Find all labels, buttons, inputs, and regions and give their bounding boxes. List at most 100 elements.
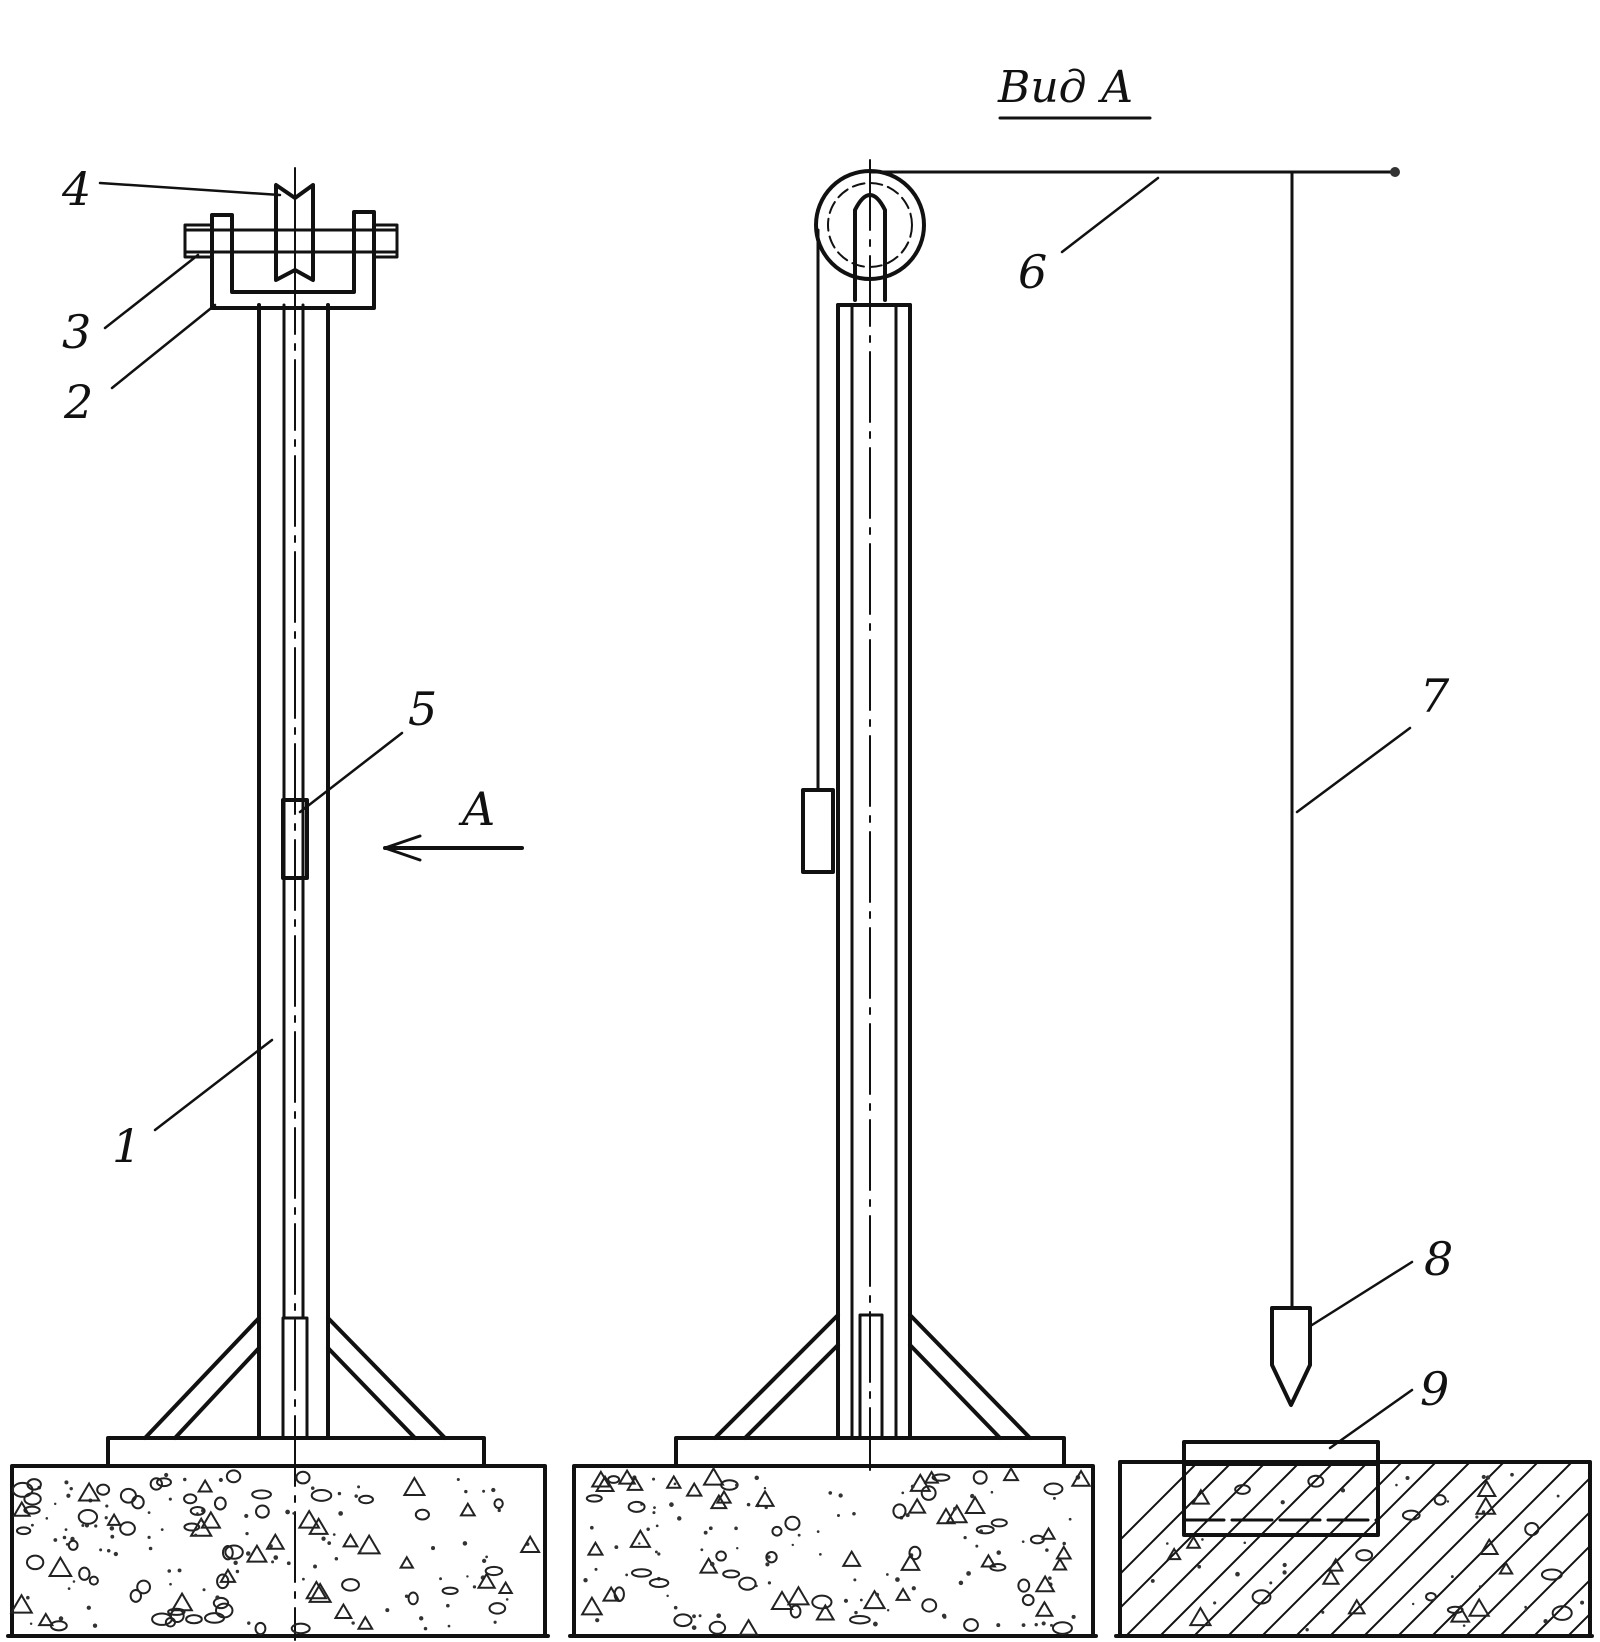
aggregate-speck xyxy=(247,1621,251,1625)
aggregate-speck xyxy=(245,1531,249,1536)
aggregate-speck xyxy=(738,1618,759,1636)
aggregate-speck xyxy=(356,1533,382,1555)
aggregate-speck xyxy=(212,1596,230,1610)
pulley xyxy=(274,169,315,283)
aggregate-speck xyxy=(218,1477,223,1483)
aggregate-speck xyxy=(595,1618,600,1623)
aggregate-speck xyxy=(590,1525,594,1530)
aggregate-speck xyxy=(911,1586,916,1591)
aggregate-speck xyxy=(164,1617,177,1628)
aggregate-speck xyxy=(1280,1500,1285,1505)
aggregate-speck xyxy=(895,1577,900,1582)
leaders-front xyxy=(98,181,404,1132)
aggregate-speck xyxy=(1446,1605,1464,1614)
aggregate-speck xyxy=(652,1511,656,1515)
aggregate-speck xyxy=(356,1615,374,1630)
aggregate-speck xyxy=(219,1567,237,1583)
aggregate-speck xyxy=(213,1496,227,1511)
aggregate-speck xyxy=(1041,1621,1046,1626)
aggregate-speck xyxy=(200,1510,222,1529)
aggregate-speck xyxy=(183,1522,201,1532)
aggregate-speck xyxy=(771,1525,783,1537)
aggregate-speck xyxy=(1251,1589,1272,1605)
reference-mark-slab xyxy=(1114,1440,1594,1638)
aggregate-speck xyxy=(905,1513,910,1518)
aggregate-speck xyxy=(99,1548,103,1552)
aggregate-speck xyxy=(767,1555,771,1559)
aggregate-speck xyxy=(702,1466,725,1486)
aggregate-speck xyxy=(1524,1608,1528,1612)
callout-3: 3 xyxy=(62,305,91,359)
aggregate-speck xyxy=(333,1602,354,1619)
aggregate-speck xyxy=(1055,1544,1073,1560)
aggregate-speck xyxy=(907,1497,927,1514)
aggregate-speck xyxy=(307,1582,333,1603)
aggregate-speck xyxy=(129,1588,143,1603)
aggregate-speck xyxy=(841,1549,862,1567)
aggregate-speck xyxy=(1433,1494,1447,1506)
aggregate-speck xyxy=(497,1508,501,1513)
aggregate-speck xyxy=(1540,1568,1563,1581)
aggregate-speck xyxy=(700,1548,704,1552)
aggregate-speck xyxy=(113,1551,119,1557)
aggregate-speck xyxy=(447,1624,451,1628)
aggregate-speck xyxy=(654,1550,658,1554)
aggregate-speck xyxy=(828,1491,833,1495)
aggregate-speck xyxy=(105,1504,109,1508)
aggregate-speck xyxy=(15,1526,32,1536)
aggregate-speck xyxy=(245,1543,269,1563)
aggregate-speck xyxy=(1282,1562,1287,1568)
aggregate-speck xyxy=(1062,1541,1066,1546)
aggregate-speck xyxy=(765,1550,778,1564)
aggregate-speck xyxy=(709,1561,715,1567)
aggregate-speck xyxy=(199,1519,203,1522)
aggregate-speck xyxy=(677,1516,682,1521)
aggregate-speck xyxy=(332,1533,336,1536)
counterweight-side xyxy=(801,788,835,874)
aggregate-speck xyxy=(754,1475,759,1481)
aggregate-speck xyxy=(321,1536,326,1541)
aggregate-speck xyxy=(271,1560,275,1564)
aggregate-speck xyxy=(244,1513,249,1519)
aggregate-speck xyxy=(652,1477,656,1481)
aggregate-speck xyxy=(65,1543,69,1546)
aggregate-speck xyxy=(1340,1488,1346,1493)
aggregate-speck xyxy=(462,1541,468,1546)
aggregate-speck xyxy=(1017,1578,1031,1593)
aggregate-speck xyxy=(185,1614,203,1625)
aggregate-speck xyxy=(189,1506,206,1516)
aggregate-speck xyxy=(990,1490,994,1494)
aggregate-speck xyxy=(1213,1601,1217,1605)
hatch-line xyxy=(1190,1462,1370,1638)
concrete-foundation xyxy=(6,1464,550,1638)
aggregate-speck xyxy=(337,1491,342,1496)
callout-1: 1 xyxy=(112,1119,141,1173)
aggregate-speck xyxy=(77,1509,99,1525)
aggregate-speck xyxy=(872,1621,878,1627)
aggregate-speck xyxy=(1305,1628,1309,1632)
aggregate-speck xyxy=(836,1514,840,1518)
aggregate-speck xyxy=(594,1474,616,1493)
aggregate-speck xyxy=(1185,1535,1202,1549)
aggregate-speck xyxy=(235,1569,240,1574)
aggregate-speck xyxy=(110,1534,115,1539)
aggregate-speck xyxy=(119,1521,136,1536)
axle-bolt xyxy=(183,223,399,259)
aggregate-speck xyxy=(1166,1542,1169,1545)
hatch-line xyxy=(1292,1462,1472,1638)
aggregate-speck xyxy=(64,1480,69,1485)
bracket xyxy=(210,210,376,310)
mark-plate xyxy=(1182,1440,1380,1466)
aggregate-speck xyxy=(657,1552,661,1556)
aggregate-speck xyxy=(81,1523,85,1527)
aggregate-speck xyxy=(177,1568,182,1573)
aggregate-speck xyxy=(698,1556,719,1574)
aggregate-speck xyxy=(183,1493,198,1505)
aggregate-speck xyxy=(402,1475,427,1496)
aggregate-speck xyxy=(359,1549,362,1553)
aggregate-speck xyxy=(47,1555,73,1578)
aggregate-speck xyxy=(482,1558,487,1564)
aggregate-speck xyxy=(1052,1496,1056,1500)
aggregate-speck xyxy=(225,1469,242,1484)
